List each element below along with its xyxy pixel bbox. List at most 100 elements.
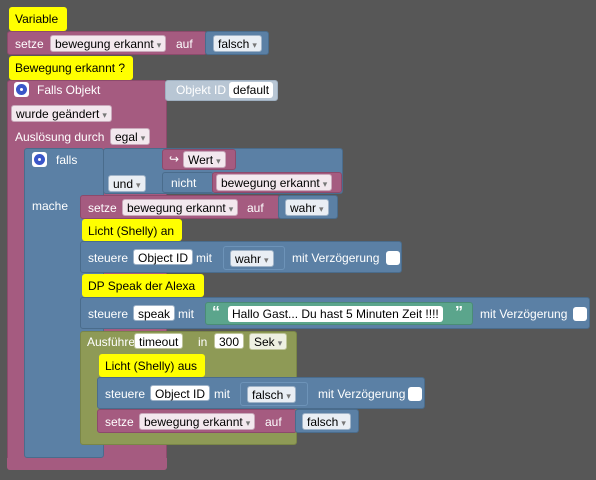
object-id-field[interactable]: Object ID [133,249,194,265]
quote-close-icon: ” [455,304,463,321]
gear-icon[interactable] [32,152,47,167]
mit-label: mit [214,387,230,401]
chevron-down-icon: ▾ [286,391,291,401]
comment-speak[interactable]: DP Speak der Alexa [82,274,204,297]
boolean-dropdown[interactable]: falsch▾ [247,386,296,403]
object-id-field[interactable]: default [229,82,274,98]
chevron-down-icon: ▾ [277,338,283,348]
auf-label: auf [176,37,193,51]
trigger-bottom-bar [7,458,167,470]
wert-dropdown[interactable]: Wert▾ [183,151,226,168]
variable-get-block[interactable]: bewegung erkannt▾ [212,172,342,193]
logic-operator-value: und [113,177,134,191]
set-variable-block[interactable]: setze bewegung erkannt▾ auf [7,31,207,55]
comment-licht-aus[interactable]: Licht (Shelly) aus [99,354,205,377]
delay-checkbox[interactable] [386,251,400,265]
chevron-down-icon: ▾ [156,40,162,50]
auf-label: auf [247,201,264,215]
setze-label: setze [105,415,134,429]
chevron-down-icon: ▾ [245,418,251,428]
auf-label: auf [265,415,282,429]
delay-label: mit Verzögerung [318,387,406,401]
steuere-label: steuere [105,387,146,401]
in-label: in [198,335,208,349]
timeout-value-field[interactable]: 300 [214,333,245,349]
control-block[interactable]: steuere Object ID mit falsch▾ mit Verzög… [97,377,425,409]
steuere-label: steuere [88,307,129,321]
falls-label: falls [56,153,78,167]
not-block[interactable]: nicht [162,172,214,193]
wert-value: Wert [188,153,214,167]
mache-label: mache [32,199,69,213]
boolean-value: wahr [290,201,317,215]
variable-dropdown[interactable]: bewegung erkannt▾ [122,199,239,216]
logic-boolean-block[interactable]: wahr▾ [223,246,285,270]
ausfuehren-label: Ausführen [87,335,142,349]
variable-dropdown[interactable]: bewegung erkannt▾ [216,174,333,191]
object-id-field[interactable]: Object ID [150,385,211,401]
quote-open-icon: “ [212,304,220,321]
boolean-value: wahr [235,252,262,266]
ausloesung-value: egal [115,130,138,144]
chevron-down-icon: ▾ [216,156,221,166]
variable-name: bewegung erkannt [127,201,226,215]
boolean-dropdown[interactable]: falsch▾ [302,413,351,430]
logic-boolean-block[interactable]: falsch▾ [240,382,308,406]
variable-name: bewegung erkannt [144,415,243,429]
steuere-label: steuere [88,251,129,265]
timeout-unit-dropdown[interactable]: Sek▾ [249,333,288,350]
condition-value: wurde geändert [16,107,100,121]
control-speak-block[interactable]: steuere speak mit “ Hallo Gast... Du has… [80,297,590,329]
comment-variable[interactable]: Variable [9,7,67,31]
ausloesung-dropdown[interactable]: egal▾ [110,128,151,145]
ausloesung-label: Auslösung durch [15,130,105,144]
nicht-label: nicht [171,176,197,190]
chevron-down-icon: ▾ [319,204,324,214]
chevron-down-icon: ▾ [228,204,234,214]
comment-licht-an[interactable]: Licht (Shelly) an [82,219,182,241]
timeout-unit-value: Sek [254,335,275,349]
chevron-down-icon: ▾ [252,40,257,50]
variable-name: bewegung erkannt [221,176,320,190]
delay-label: mit Verzögerung [480,307,568,321]
logic-boolean-block[interactable]: wahr▾ [278,195,338,219]
boolean-value: falsch [252,388,284,402]
control-block[interactable]: steuere Object ID mit wahr▾ mit Verzöger… [80,241,402,273]
variable-name: bewegung erkannt [55,37,154,51]
timeout-name-field[interactable]: timeout [134,333,184,349]
variable-dropdown[interactable]: bewegung erkannt▾ [139,413,256,430]
delay-checkbox[interactable] [573,307,587,321]
logic-boolean-block[interactable]: falsch▾ [295,409,359,433]
set-variable-block[interactable]: setze bewegung erkannt▾ auf [97,409,297,433]
variable-dropdown[interactable]: bewegung erkannt▾ [50,35,167,52]
chevron-down-icon: ▾ [140,133,146,143]
chevron-down-icon: ▾ [322,179,328,189]
chevron-down-icon: ▾ [136,180,141,190]
mit-label: mit [178,307,194,321]
object-id-block[interactable]: Objekt ID default [165,80,278,101]
object-id-label: Objekt ID [176,83,227,97]
trigger-value-block[interactable]: ↪ Wert▾ [162,149,236,170]
delay-checkbox[interactable] [408,387,422,401]
boolean-value: falsch [307,415,339,429]
gear-icon[interactable] [14,82,29,97]
chevron-down-icon: ▾ [264,255,269,265]
set-variable-block[interactable]: setze bewegung erkannt▾ auf [80,195,280,219]
comment-bewegung-erkannt[interactable]: Bewegung erkannt ? [9,56,133,80]
boolean-dropdown[interactable]: wahr▾ [230,250,274,267]
boolean-dropdown[interactable]: wahr▾ [285,199,329,216]
return-arrow-icon: ↪ [169,152,180,166]
mit-label: mit [196,251,212,265]
logic-operator-dropdown[interactable]: und▾ [108,175,146,192]
text-field[interactable]: Hallo Gast... Du hast 5 Minuten Zeit !!!… [228,306,443,322]
trigger-title: Falls Objekt [37,83,101,97]
logic-boolean-block[interactable]: falsch▾ [205,31,269,55]
delay-label: mit Verzögerung [292,251,380,265]
object-id-field[interactable]: speak [133,305,176,321]
chevron-down-icon: ▾ [102,110,107,120]
boolean-dropdown[interactable]: falsch▾ [213,35,262,52]
setze-label: setze [88,201,117,215]
condition-dropdown[interactable]: wurde geändert▾ [11,105,112,122]
setze-label: setze [15,37,44,51]
text-block[interactable]: “ Hallo Gast... Du hast 5 Minuten Zeit !… [205,302,473,325]
